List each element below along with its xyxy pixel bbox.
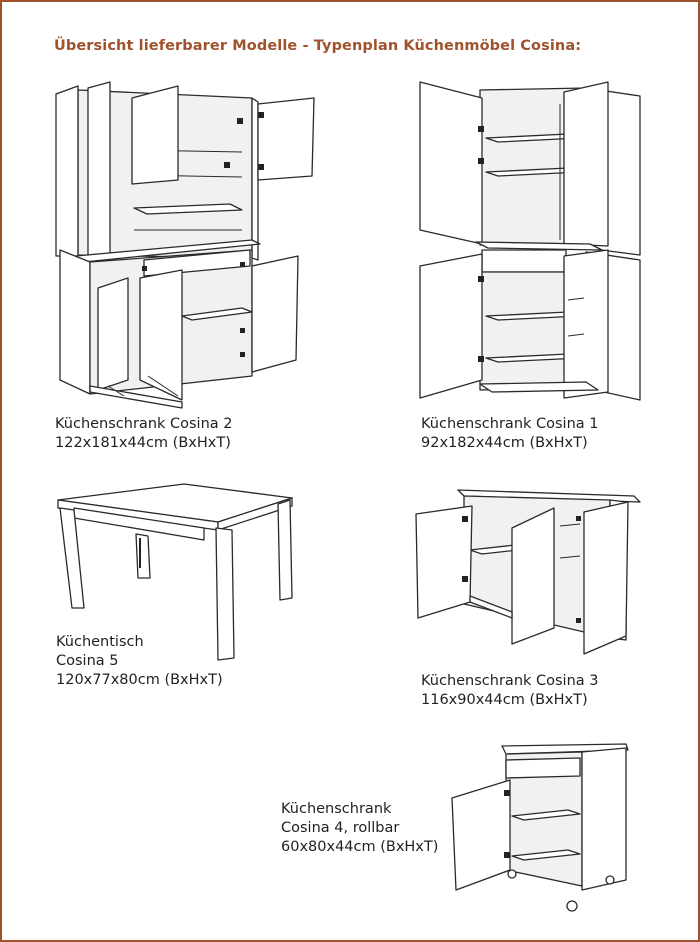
cosina-4-name-line2: Cosina 4, rollbar — [281, 820, 400, 836]
cosina-3-drawing — [414, 486, 640, 662]
cosina-4-drawing — [450, 740, 630, 918]
cosina-1-drawing — [418, 80, 640, 410]
cosina-2-name: Küchenschrank Cosina 2 — [55, 416, 233, 432]
cosina-1-caption: Küchenschrank Cosina 1 92x182x44cm (BxHx… — [421, 415, 599, 453]
cosina-2-caption: Küchenschrank Cosina 2 122x181x44cm (BxH… — [55, 415, 233, 453]
cosina-3-name: Küchenschrank Cosina 3 — [421, 673, 599, 689]
cosina-5-name-line1: Küchentisch — [56, 634, 144, 650]
cosina-5-drawing — [56, 482, 296, 668]
cosina-1-name: Küchenschrank Cosina 1 — [421, 416, 599, 432]
cosina-2-dims: 122x181x44cm (BxHxT) — [55, 435, 231, 451]
cosina-5-dims: 120x77x80cm (BxHxT) — [56, 672, 223, 688]
cosina-5-name-line2: Cosina 5 — [56, 653, 119, 669]
cosina-1-dims: 92x182x44cm (BxHxT) — [421, 435, 588, 451]
cosina-4-name-line1: Küchenschrank — [281, 801, 392, 817]
cosina-5-caption: Küchentisch Cosina 5 120x77x80cm (BxHxT) — [56, 633, 223, 690]
cosina-2-drawing — [52, 80, 312, 415]
cosina-3-dims: 116x90x44cm (BxHxT) — [421, 692, 588, 708]
cosina-3-caption: Küchenschrank Cosina 3 116x90x44cm (BxHx… — [421, 672, 599, 710]
cosina-4-caption: Küchenschrank Cosina 4, rollbar 60x80x44… — [281, 800, 438, 857]
page-title: Übersicht lieferbarer Modelle - Typenpla… — [54, 38, 582, 54]
cosina-4-dims: 60x80x44cm (BxHxT) — [281, 839, 439, 855]
